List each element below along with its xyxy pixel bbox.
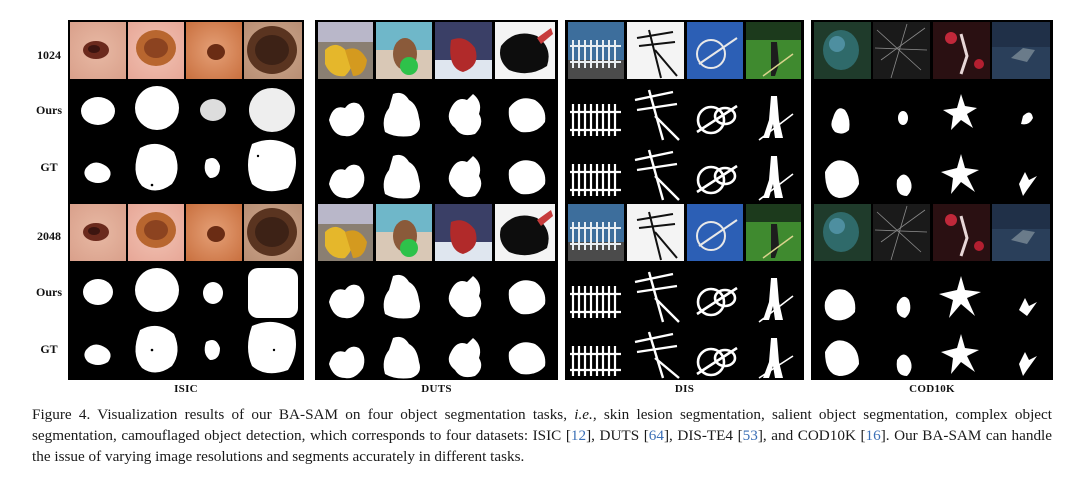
panel-dis — [565, 20, 804, 380]
duts-row-ours-2 — [329, 274, 546, 319]
dis-image-grid — [568, 22, 801, 379]
dis-row-1024 — [568, 22, 801, 79]
cod10k-image-grid — [814, 22, 1050, 376]
cod10k-row-1024 — [814, 22, 1050, 79]
row-label-gt-1: GT — [40, 160, 58, 174]
row-label-1024: 1024 — [37, 48, 61, 62]
caption-part-5: ]. Our BA-SAM can handle the issue of va… — [32, 427, 1053, 465]
dis-row-ours-2 — [570, 271, 794, 323]
dis-row-ours-1 — [570, 89, 794, 141]
isic-row-ours-1 — [81, 86, 295, 132]
caption-part-4: ], and COD10K [ — [757, 427, 866, 444]
caption-part-1: skin lesion segmentation, salient object… — [32, 406, 1052, 444]
caption-ie: i.e., — [574, 406, 597, 423]
isic-row-gt-1 — [84, 139, 296, 192]
panel-label-duts: DUTS — [421, 383, 452, 395]
citation-isic[interactable]: 12 — [570, 427, 587, 444]
duts-row-1024 — [318, 22, 555, 79]
cod10k-row-gt-2 — [825, 334, 1037, 376]
caption-lead: Figure 4. Visualization results of our B… — [32, 406, 575, 423]
dis-row-gt-1 — [570, 149, 794, 201]
duts-row-gt-1 — [329, 154, 546, 199]
isic-row-2048 — [70, 204, 302, 261]
duts-row-ours-1 — [329, 92, 546, 137]
cod10k-row-ours-1 — [831, 94, 1033, 134]
citation-cod10k[interactable]: 16 — [865, 427, 881, 444]
caption-part-3: ], DIS-TE4 [ — [663, 427, 743, 444]
row-label-ours-2: Ours — [35, 285, 62, 299]
row-label-ours-1: Ours — [35, 103, 62, 117]
duts-row-gt-2 — [329, 336, 546, 379]
dis-row-2048 — [568, 204, 801, 261]
isic-row-gt-2 — [84, 321, 296, 374]
isic-image-grid — [70, 22, 302, 374]
panel-label-dis: DIS — [674, 383, 695, 395]
duts-row-2048 — [318, 204, 555, 261]
figure-caption: Figure 4. Visualization results of our B… — [32, 404, 1052, 467]
panel-duts — [315, 20, 558, 380]
panel-label-isic: ISIC — [174, 383, 198, 395]
panel-isic — [68, 20, 304, 380]
row-label-2048: 2048 — [37, 229, 61, 243]
cod10k-row-ours-2 — [824, 276, 1037, 321]
panel-label-cod10k: COD10K — [909, 383, 955, 395]
citation-dis[interactable]: 53 — [742, 427, 758, 444]
isic-row-1024 — [70, 22, 302, 79]
cod10k-row-gt-1 — [825, 154, 1037, 198]
citation-duts[interactable]: 64 — [648, 427, 664, 444]
duts-image-grid — [318, 22, 555, 379]
isic-row-ours-2 — [83, 268, 298, 318]
dis-row-gt-2 — [570, 331, 794, 379]
caption-part-2: ], DUTS [ — [586, 427, 649, 444]
cod10k-row-2048 — [814, 204, 1050, 261]
panel-cod10k — [811, 20, 1053, 380]
row-label-gt-2: GT — [40, 342, 58, 356]
